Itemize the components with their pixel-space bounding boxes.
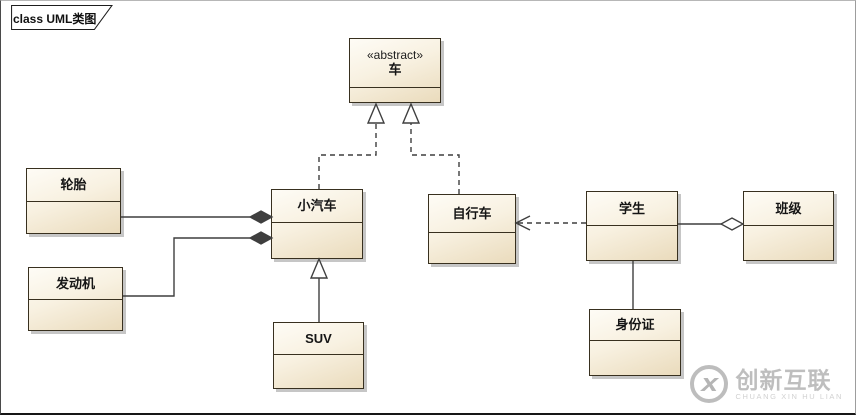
watermark: x 创新互联 CHUANG XIN HU LIAN bbox=[690, 365, 843, 403]
composition-luntai-xiaoqiche-diamond[interactable] bbox=[248, 210, 274, 224]
class-name: SUV bbox=[305, 330, 332, 346]
class-name-compartment: 学生 bbox=[587, 192, 677, 225]
composition-fadongji-xiaoqiche-diamond[interactable] bbox=[248, 231, 274, 245]
generalization-suv-xiaoqiche-triangle-arrowhead[interactable] bbox=[309, 257, 329, 279]
class-box-che[interactable]: «abstract» 车 bbox=[349, 38, 441, 103]
class-box-xiaoqiche[interactable]: 小汽车 bbox=[271, 189, 363, 259]
class-name: 身份证 bbox=[615, 317, 655, 332]
class-box-xuesheng[interactable]: 学生 bbox=[586, 191, 678, 261]
watermark-text-column: 创新互联 CHUANG XIN HU LIAN bbox=[735, 368, 843, 401]
class-box-zixingche[interactable]: 自行车 bbox=[428, 194, 516, 264]
watermark-x-glyph: x bbox=[701, 370, 718, 397]
class-attributes-compartment bbox=[429, 232, 515, 263]
class-name-compartment: 班级 bbox=[744, 192, 833, 225]
class-attributes-compartment bbox=[274, 354, 363, 388]
class-name-compartment: «abstract» 车 bbox=[350, 39, 440, 87]
class-attributes-compartment bbox=[27, 201, 120, 233]
realization-xiaoqiche-che-triangle-arrowhead[interactable] bbox=[366, 102, 386, 124]
realization-zixingche-che-triangle-arrowhead[interactable] bbox=[401, 102, 421, 124]
class-box-suv[interactable]: SUV bbox=[273, 322, 364, 389]
class-attributes-compartment bbox=[350, 87, 440, 102]
class-name-compartment: 小汽车 bbox=[272, 190, 362, 222]
class-name-compartment: 身份证 bbox=[590, 310, 680, 340]
watermark-brand-subtext: CHUANG XIN HU LIAN bbox=[735, 391, 843, 401]
class-name-compartment: 自行车 bbox=[429, 195, 515, 232]
class-name: 自行车 bbox=[452, 205, 492, 221]
aggregation-xuesheng-banji-diamond[interactable] bbox=[719, 217, 745, 231]
class-name: 发动机 bbox=[55, 275, 95, 291]
class-name-compartment: 轮胎 bbox=[27, 169, 120, 201]
realization-xiaoqiche-che[interactable] bbox=[318, 123, 377, 189]
class-name: 班级 bbox=[775, 200, 802, 216]
class-attributes-compartment bbox=[590, 340, 680, 375]
class-box-luntai[interactable]: 轮胎 bbox=[26, 168, 121, 234]
class-stereotype: «abstract» bbox=[366, 48, 424, 62]
class-name: 学生 bbox=[618, 200, 645, 216]
class-attributes-compartment bbox=[744, 225, 833, 260]
class-name-compartment: SUV bbox=[274, 323, 363, 354]
class-attributes-compartment bbox=[272, 222, 362, 258]
watermark-circle-x-icon: x bbox=[690, 365, 729, 403]
watermark-brand-text: 创新互联 bbox=[735, 366, 832, 393]
class-box-banji[interactable]: 班级 bbox=[743, 191, 834, 261]
class-attributes-compartment bbox=[29, 299, 122, 330]
class-box-shenfenzheng[interactable]: 身份证 bbox=[589, 309, 681, 376]
class-name: 小汽车 bbox=[297, 198, 337, 213]
dependency-xuesheng-zixingche-open-arrowhead[interactable] bbox=[514, 215, 531, 231]
class-name-compartment: 发动机 bbox=[29, 268, 122, 299]
frame-tab-label: class UML类图 bbox=[13, 12, 97, 26]
class-attributes-compartment bbox=[587, 225, 677, 260]
class-box-fadongji[interactable]: 发动机 bbox=[28, 267, 123, 331]
class-name: 车 bbox=[388, 62, 402, 77]
realization-zixingche-che[interactable] bbox=[410, 123, 460, 194]
class-name: 轮胎 bbox=[60, 177, 87, 192]
composition-fadongji-xiaoqiche[interactable] bbox=[123, 237, 250, 297]
